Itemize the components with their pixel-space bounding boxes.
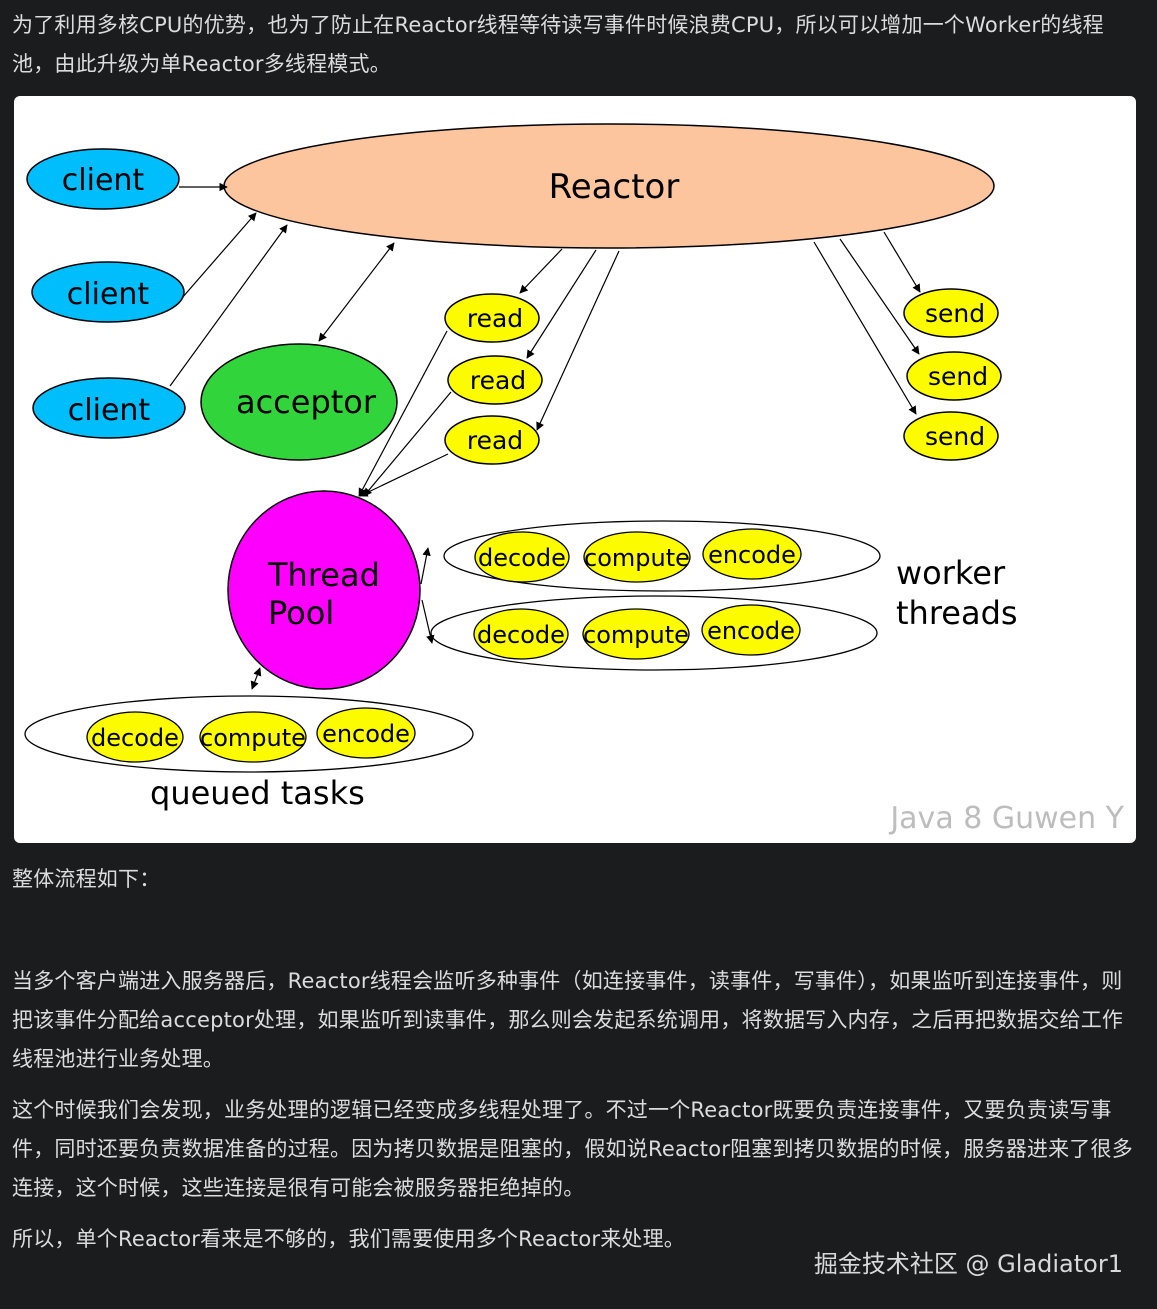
read-label: read (467, 426, 523, 455)
worker-threads-label-line1: worker (896, 554, 1006, 592)
thread-pool-label-line1: Thread (267, 556, 380, 594)
task-encode-label: encode (708, 541, 796, 569)
queued-tasks-label: queued tasks (150, 774, 365, 812)
arrow-reactor-to-read (526, 249, 597, 359)
arrow-reactor-acceptor (318, 242, 395, 342)
task-compute-node (199, 711, 307, 763)
task-decode-label: decode (91, 724, 179, 752)
reactor-diagram: Reactor client client client acceptor re… (14, 96, 1136, 843)
intro-paragraph: 为了利用多核CPU的优势，也为了防止在Reactor线程等待读写事件时候浪费CP… (12, 13, 1104, 76)
arrow-client-to-reactor (181, 212, 257, 299)
task-decode-label: decode (478, 544, 566, 572)
read-label: read (467, 304, 523, 333)
send-label: send (925, 299, 985, 328)
worker-threads-label-line2: threads (896, 594, 1018, 632)
task-compute-node (582, 608, 690, 660)
send-label: send (925, 422, 985, 451)
read-node (444, 415, 540, 465)
arrow-read-to-thread-pool (358, 330, 448, 497)
acceptor-label: acceptor (236, 383, 377, 421)
arrow-thread-pool-to-worker (420, 547, 431, 585)
task-compute-label: compute (583, 621, 689, 649)
arrow-reactor-to-read (536, 250, 620, 431)
image-watermark: Java 8 Guwen Y (888, 801, 1124, 836)
acceptor-node (200, 343, 398, 461)
body-paragraph: 所以，单个Reactor看来是不够的，我们需要使用多个Reactor来处理。 (12, 1227, 685, 1251)
footer-attribution: 掘金技术社区 @ Gladiator1 (813, 1250, 1123, 1278)
client-node (32, 377, 186, 439)
task-encode-node (701, 604, 801, 656)
arrow-read-to-thread-pool (363, 391, 452, 497)
task-decode-label: decode (477, 621, 565, 649)
arrow-reactor-to-read (519, 248, 563, 294)
task-compute-label: compute (584, 544, 690, 572)
task-encode-label: encode (707, 617, 795, 645)
reactor-label: Reactor (549, 167, 680, 207)
task-decode-node (474, 531, 570, 583)
body-paragraph: 这个时候我们会发现，业务处理的逻辑已经变成多线程处理了。不过一个Reactor既… (12, 1098, 1133, 1200)
arrow-reactor-to-send (813, 241, 917, 415)
task-compute-label: compute (200, 724, 306, 752)
client-label: client (68, 393, 151, 428)
read-node (447, 355, 543, 405)
send-label: send (928, 362, 988, 391)
task-compute-node (583, 531, 691, 583)
send-node (906, 351, 1002, 401)
body-paragraph: 当多个客户端进入服务器后，Reactor线程会监听多种事件（如连接事件，读事件，… (12, 969, 1124, 1071)
client-label: client (67, 277, 150, 312)
task-encode-label: encode (322, 720, 410, 748)
arrow-reactor-to-send (839, 238, 920, 355)
arrow-thread-pool-queued-tasks (250, 667, 262, 690)
arrow-client-to-reactor (169, 224, 288, 387)
arrow-reactor-to-send (883, 231, 921, 293)
arrow-thread-pool-to-worker (421, 599, 435, 644)
task-encode-node (702, 528, 802, 580)
send-node (903, 288, 999, 338)
client-label: client (62, 163, 145, 198)
send-node (903, 411, 999, 461)
thread-pool-label-line2: Pool (268, 594, 334, 632)
task-encode-node (316, 707, 416, 759)
read-label: read (470, 366, 526, 395)
arrow-read-to-thread-pool (359, 453, 449, 497)
task-decode-node (86, 711, 184, 763)
thread-pool-node (227, 490, 421, 690)
client-node (31, 261, 185, 323)
client-node (26, 148, 180, 210)
read-node (444, 293, 540, 343)
flow-heading: 整体流程如下： (12, 867, 161, 891)
task-decode-node (473, 608, 569, 660)
